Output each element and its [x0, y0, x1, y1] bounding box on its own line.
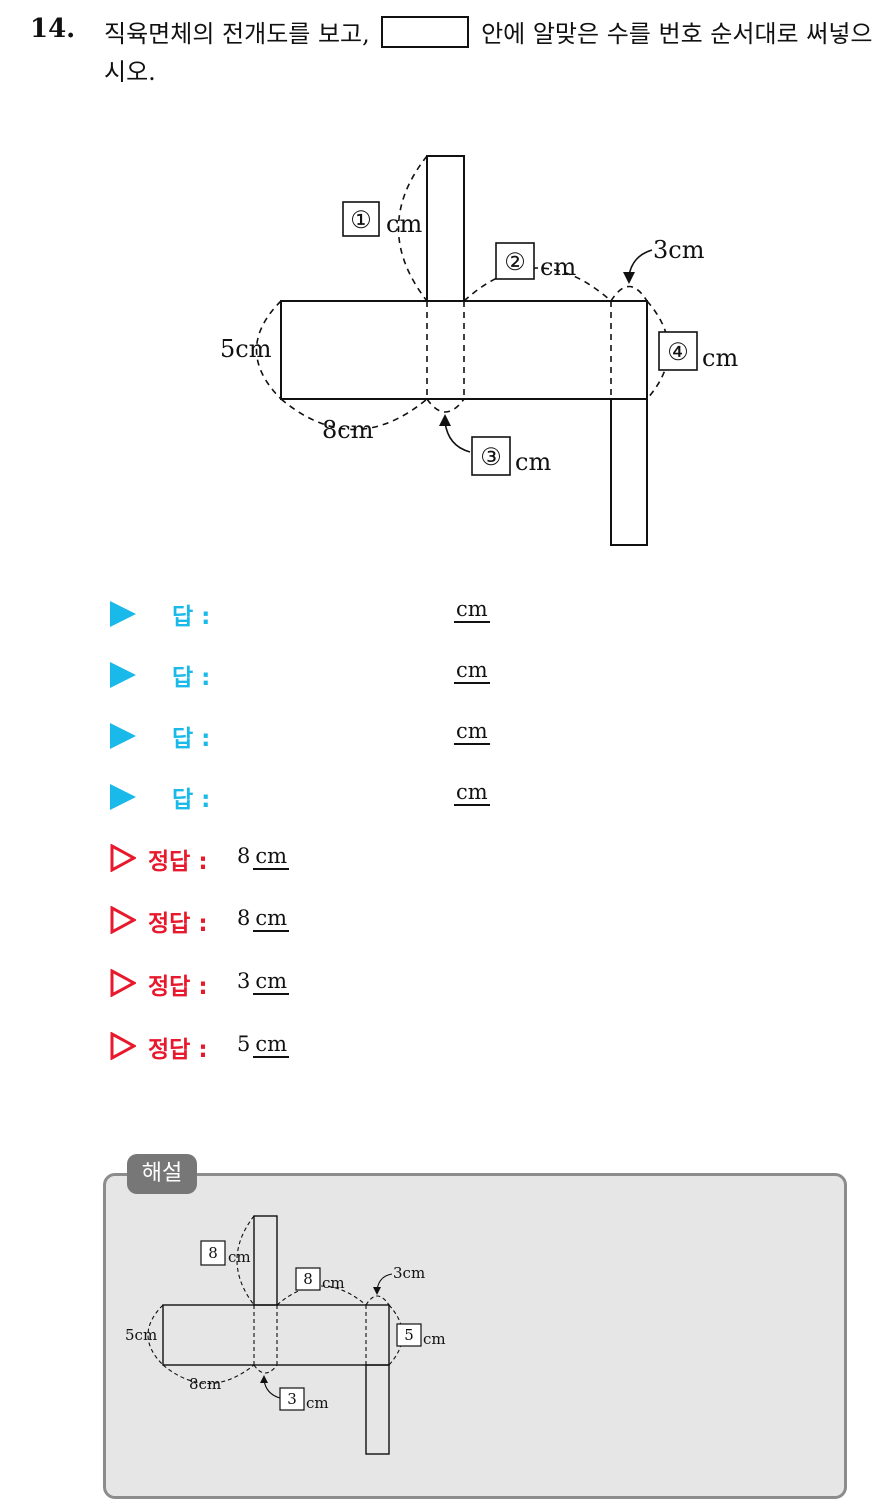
dim-3cm: 3cm [653, 236, 705, 264]
label-box-1 [342, 201, 380, 237]
answer-label: 답 : [172, 726, 211, 752]
play-arrow-icon [110, 662, 136, 688]
sol-val-1: 8 [208, 1244, 218, 1262]
label-4: ④ [667, 338, 689, 366]
answer-input-line[interactable]: cm [454, 719, 490, 745]
fold-lines [426, 300, 647, 400]
sol-val-3: 3 [287, 1390, 297, 1408]
label-box-2 [495, 242, 535, 280]
label-1: ① [350, 206, 372, 234]
correct-label: 정답 : [148, 849, 208, 875]
question-text-before: 직육면체의 전개도를 보고, [104, 20, 370, 48]
label-3-unit: cm [515, 448, 551, 476]
play-arrow-icon [110, 784, 136, 810]
dim-5cm: 5cm [220, 335, 272, 363]
label-box-3 [471, 436, 511, 476]
outline-play-icon [110, 969, 136, 997]
label-2-unit: cm [540, 253, 576, 281]
sol-dim-3cm: 3cm [393, 1264, 425, 1282]
question-number: 14. [30, 14, 76, 44]
sol-top-strip [253, 1215, 278, 1306]
solution-tab: 해설 [127, 1154, 197, 1194]
label-1-unit: cm [386, 210, 422, 238]
correct-label: 정답 : [148, 911, 208, 937]
question-text-after: 안에 알맞은 수를 번호 순서대로 써넣으시오. [104, 20, 873, 86]
play-arrow-icon [110, 723, 136, 749]
dimension-arcs [255, 155, 670, 431]
sol-bottom-strip [365, 1364, 390, 1455]
outline-play-icon [110, 1032, 136, 1060]
outline-play-icon [110, 906, 136, 934]
sol-val-4: 5 [404, 1326, 414, 1344]
dim-8cm: 8cm [322, 416, 374, 444]
sol-unit-1: cm [228, 1248, 251, 1266]
sol-val-2: 8 [303, 1270, 313, 1288]
outline-play-icon [110, 844, 136, 872]
sol-unit-3: cm [306, 1394, 329, 1412]
label-3: ③ [480, 443, 502, 471]
play-arrow-icon [110, 601, 136, 627]
answer-blank-box [381, 16, 470, 48]
answer-input-line[interactable]: cm [454, 597, 490, 623]
correct-label: 정답 : [148, 1037, 208, 1063]
sol-main-band [162, 1304, 390, 1366]
answer-input-line[interactable]: cm [454, 780, 490, 806]
sol-dim-8cm: 8cm [189, 1375, 221, 1393]
sol-dim-5cm: 5cm [125, 1326, 157, 1344]
answer-input-line[interactable]: cm [454, 658, 490, 684]
question-text: 직육면체의 전개도를 보고, 안에 알맞은 수를 번호 순서대로 써넣으시오. [104, 15, 874, 91]
label-2: ② [504, 248, 526, 276]
correct-label: 정답 : [148, 974, 208, 1000]
cuboid-net-figure: ① cm ② cm ③ cm ④ cm 5cm 8cm 3cm [220, 155, 738, 546]
label-box-4 [658, 331, 698, 371]
answer-label: 답 : [172, 787, 211, 813]
answer-label: 답 : [172, 604, 211, 630]
sol-unit-4: cm [423, 1330, 446, 1348]
net-bottom-strip [610, 398, 648, 546]
sol-unit-2: cm [322, 1274, 345, 1292]
answer-label: 답 : [172, 665, 211, 691]
label-4-unit: cm [702, 344, 738, 372]
